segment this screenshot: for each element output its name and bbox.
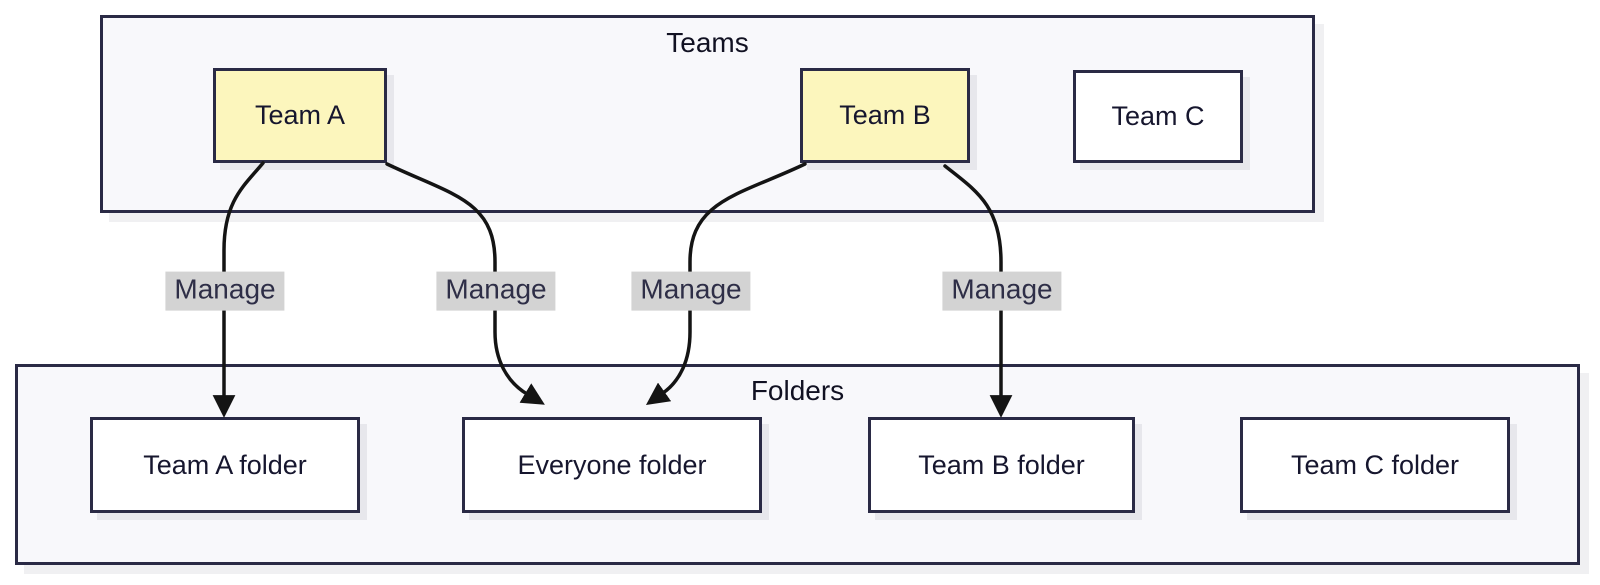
node-team-c: Team C <box>1073 70 1243 163</box>
node-team-a-label: Team A <box>254 100 346 130</box>
node-team-b: Team B <box>800 68 970 163</box>
node-team-c-folder: Team C folder <box>1240 417 1510 513</box>
node-team-a-folder: Team A folder <box>90 417 360 513</box>
node-team-c-label: Team C <box>1111 101 1205 131</box>
edge-label-manage-1: Manage <box>165 271 285 311</box>
edge-label-manage-2: Manage <box>436 271 556 311</box>
edge-label-manage-3: Manage <box>631 271 751 311</box>
node-team-b-folder-label: Team B folder <box>918 449 1085 480</box>
node-team-a-folder-label: Team A folder <box>143 449 307 480</box>
node-everyone-folder: Everyone folder <box>462 417 762 513</box>
edge-label-manage-4: Manage <box>942 271 1062 311</box>
node-team-b-folder: Team B folder <box>868 417 1135 513</box>
node-team-a: Team A <box>213 68 387 163</box>
node-team-c-folder-label: Team C folder <box>1290 449 1460 480</box>
node-team-b-label: Team B <box>839 100 931 130</box>
folders-container-title: Folders <box>750 375 845 406</box>
teams-container-title: Teams <box>666 27 749 58</box>
node-everyone-folder-label: Everyone folder <box>517 449 707 480</box>
